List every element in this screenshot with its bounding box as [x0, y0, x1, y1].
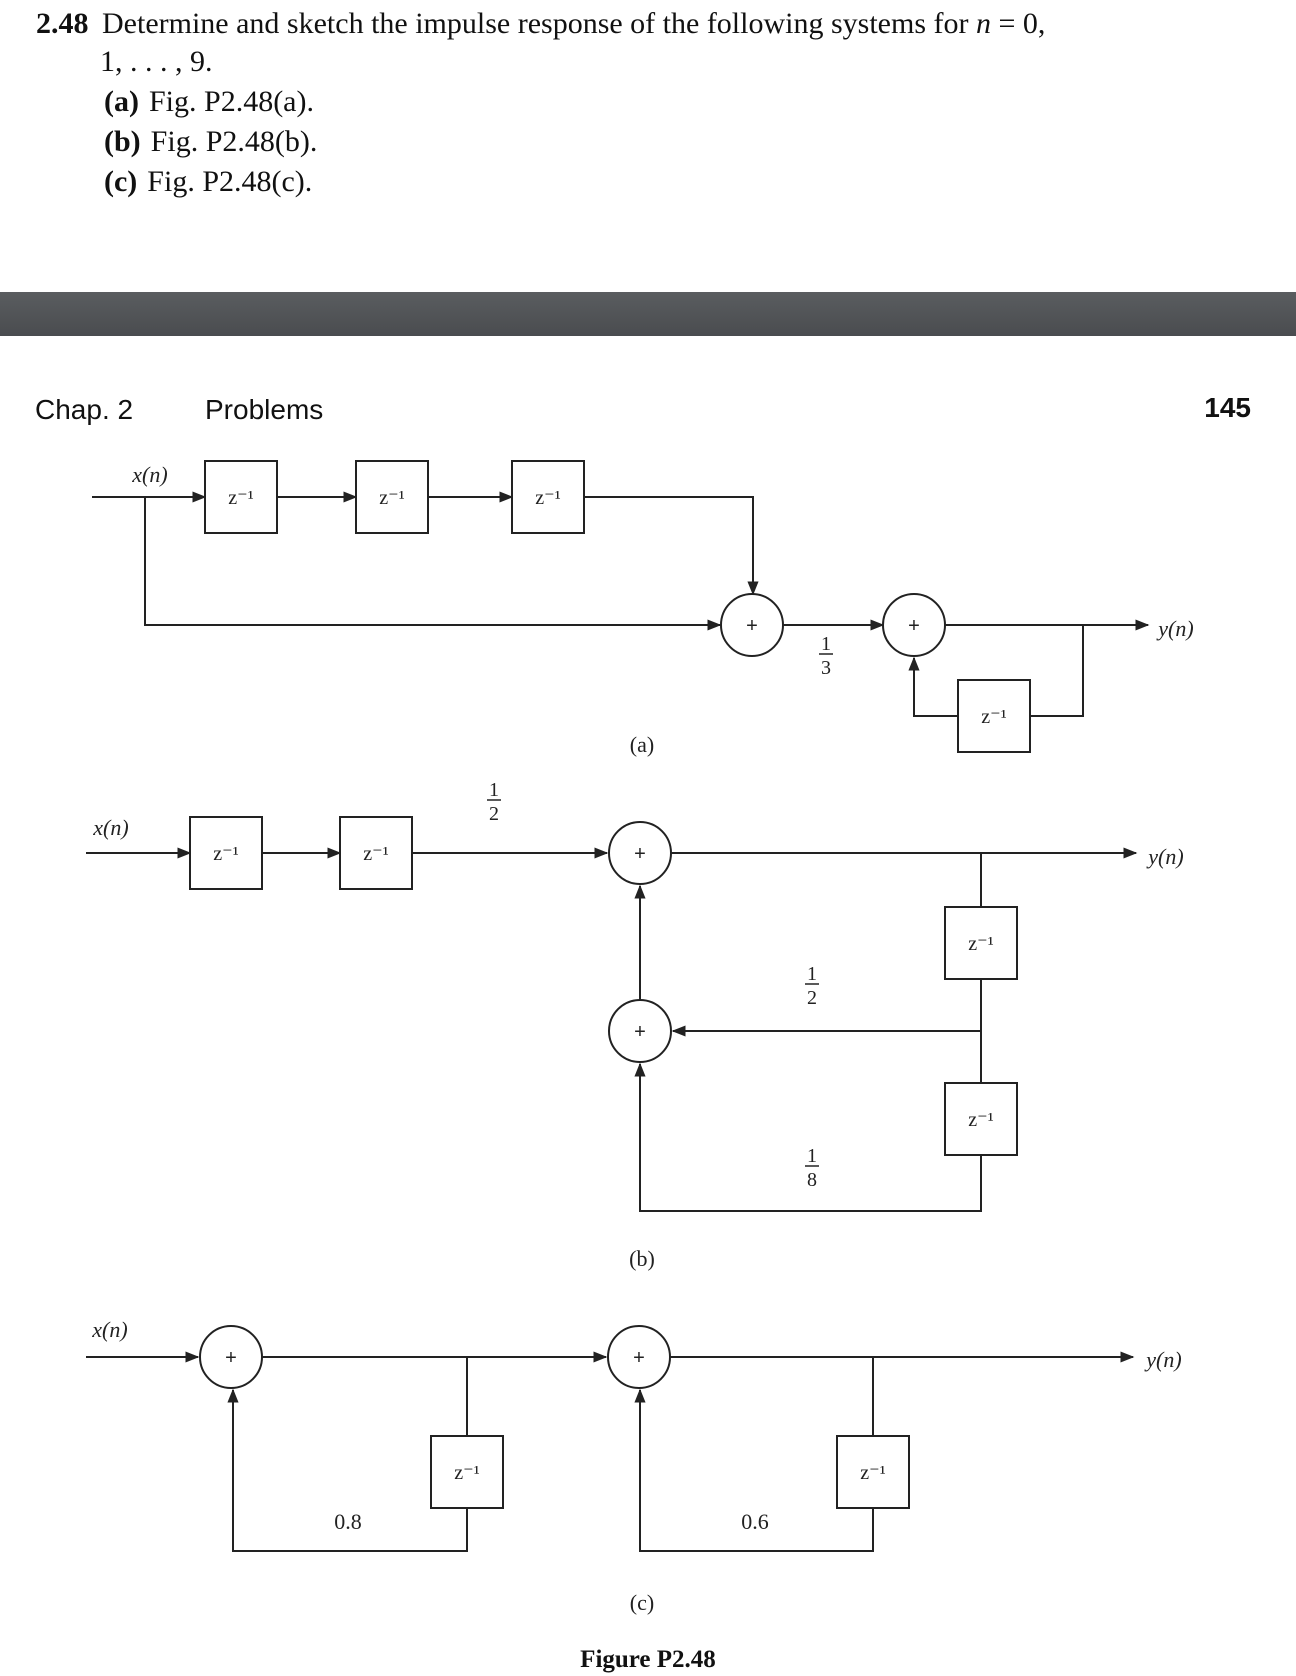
- coef-b3-num: 1: [807, 1145, 817, 1167]
- delay-c2: [836, 1435, 910, 1509]
- subcaption-b: (b): [629, 1246, 655, 1271]
- delay-label: z⁻¹: [363, 843, 388, 865]
- delay-a2: [355, 460, 429, 534]
- output-label-a: y(n): [1156, 616, 1193, 641]
- problem-range: 1, . . . , 9.: [100, 45, 213, 78]
- problem-parts: (a)Fig. P2.48(a). (b)Fig. P2.48(b). (c)F…: [36, 82, 1276, 202]
- adder-plus: +: [746, 615, 758, 637]
- page-header: Chap. 2 Problems 145: [0, 380, 1296, 440]
- fb-c2: [227, 1388, 468, 1552]
- chapter-label: Chap. 2: [35, 394, 134, 425]
- coef-b1-num: 1: [489, 779, 499, 801]
- coef-c2: 0.6: [741, 1509, 769, 1534]
- coef-b1-den: 2: [489, 803, 499, 825]
- adder-plus: +: [633, 1347, 645, 1369]
- problem-statement: 2.48 Determine and sketch the impulse re…: [36, 4, 1276, 202]
- page-number: 145: [1204, 392, 1251, 423]
- input-label-c: x(n): [91, 1317, 127, 1342]
- delay-b4: [944, 1082, 1018, 1156]
- adder-c1: [199, 1325, 263, 1389]
- part-b: (b)Fig. P2.48(b).: [104, 125, 318, 158]
- delay-label: z⁻¹: [860, 1462, 885, 1484]
- page-divider: [0, 292, 1296, 336]
- delay-b1: [189, 816, 263, 890]
- adder-plus: +: [634, 843, 646, 865]
- fb-a1: [1030, 625, 1084, 717]
- fb-b5: [634, 1062, 982, 1212]
- delay-label: z⁻¹: [981, 706, 1006, 728]
- adder-a2: [882, 593, 946, 657]
- input-label-a: x(n): [131, 462, 167, 487]
- line-a3: [584, 496, 759, 596]
- adder-plus: +: [634, 1021, 646, 1043]
- adder-plus: +: [225, 1347, 237, 1369]
- coef-b3-den: 8: [807, 1169, 817, 1191]
- coef-b2-num: 1: [807, 963, 817, 985]
- subcaption-c: (c): [630, 1590, 654, 1615]
- coef-c1: 0.8: [334, 1509, 362, 1534]
- output-label-b: y(n): [1146, 844, 1183, 869]
- adder-b1: [608, 821, 672, 885]
- fb-a2: [908, 656, 958, 717]
- feedforward-a: [144, 497, 722, 631]
- problem-n-var: n: [975, 7, 991, 40]
- subcaption-a: (a): [630, 732, 654, 757]
- adder-a1: [720, 593, 784, 657]
- problem-eq: = 0,: [998, 7, 1046, 40]
- fb-c4: [634, 1388, 874, 1552]
- coef-b2-den: 2: [807, 987, 817, 1009]
- delay-c1: [430, 1435, 504, 1509]
- section-label: Problems: [205, 394, 324, 425]
- adder-plus: +: [908, 615, 920, 637]
- delay-label: z⁻¹: [228, 487, 253, 509]
- part-c: (c)Fig. P2.48(c).: [104, 165, 313, 198]
- delay-a3: [511, 460, 585, 534]
- coef-a-den: 3: [821, 657, 831, 679]
- delay-label: z⁻¹: [379, 487, 404, 509]
- delay-label: z⁻¹: [213, 843, 238, 865]
- delay-label: z⁻¹: [968, 1109, 993, 1131]
- part-a: (a)Fig. P2.48(a).: [104, 85, 314, 118]
- delay-b3: [944, 906, 1018, 980]
- input-label-b: x(n): [92, 815, 128, 840]
- delay-label: z⁻¹: [968, 933, 993, 955]
- problem-number: 2.48: [36, 7, 89, 40]
- coef-a-num: 1: [821, 633, 831, 655]
- figure-caption: Figure P2.48: [580, 1646, 716, 1673]
- problem-text: Determine and sketch the impulse respons…: [102, 7, 969, 40]
- delay-a4: [957, 679, 1031, 753]
- delay-b2: [339, 816, 413, 890]
- delay-label: z⁻¹: [535, 487, 560, 509]
- delay-a1: [204, 460, 278, 534]
- output-label-c: y(n): [1144, 1347, 1181, 1372]
- adder-c2: [607, 1325, 671, 1389]
- adder-b2: [608, 999, 672, 1063]
- delay-label: z⁻¹: [454, 1462, 479, 1484]
